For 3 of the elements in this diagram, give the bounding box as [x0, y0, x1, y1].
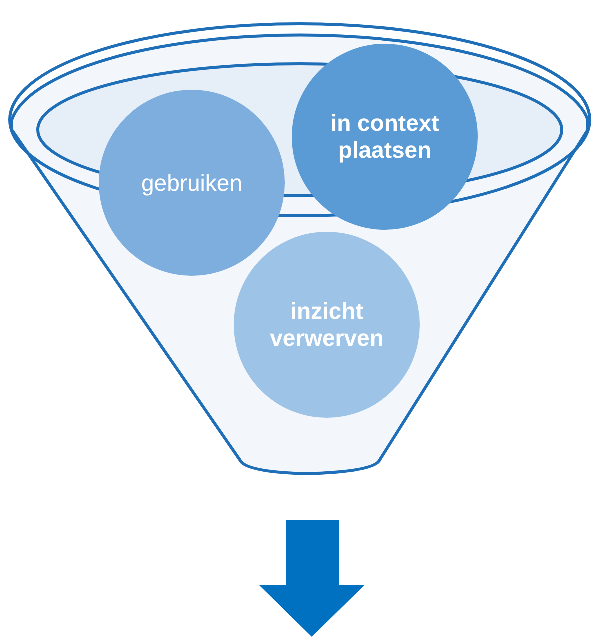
circle-label: inzicht verwerven: [269, 298, 385, 352]
circle-label: gebruiken: [140, 170, 244, 196]
circle-label: in context plaatsen: [330, 110, 440, 164]
